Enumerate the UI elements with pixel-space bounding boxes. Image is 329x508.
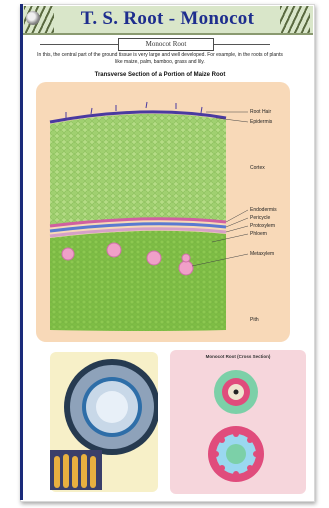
chart-left-edge	[20, 4, 23, 500]
intro-text: In this, the central part of the ground …	[36, 52, 284, 65]
label-endodermis: Endodermis	[250, 207, 277, 213]
label-root-hair: Root Hair	[250, 109, 271, 115]
label-cortex: Cortex	[250, 165, 265, 171]
label-epidermis: Epidermis	[250, 119, 272, 125]
label-phloem: Phloem	[250, 231, 267, 237]
micrograph-image	[50, 352, 158, 492]
pith-tissue	[50, 231, 226, 331]
inset-title: Monocot Root (Cross Section)	[170, 354, 306, 359]
label-pith: Pith	[250, 317, 259, 323]
diagram-heading: Transverse Section of a Portion of Maize…	[36, 72, 284, 78]
micrograph-panel	[50, 352, 158, 492]
section-subtitle: Monocot Root	[118, 38, 214, 51]
label-metaxylem: Metaxylem	[250, 251, 274, 257]
cortex-tissue	[50, 114, 226, 226]
inset-panel: Monocot Root (Cross Section)	[170, 350, 306, 494]
label-pericycle: Pericycle	[250, 215, 270, 221]
chart-title: T. S. Root - Monocot	[22, 8, 313, 30]
inset-diagram	[170, 350, 306, 494]
chart-header: T. S. Root - Monocot	[22, 6, 313, 35]
label-protoxylem: Protoxylem	[250, 223, 275, 229]
root-section-panel: Root Hair Epidermis Cortex Endodermis Pe…	[36, 82, 290, 342]
